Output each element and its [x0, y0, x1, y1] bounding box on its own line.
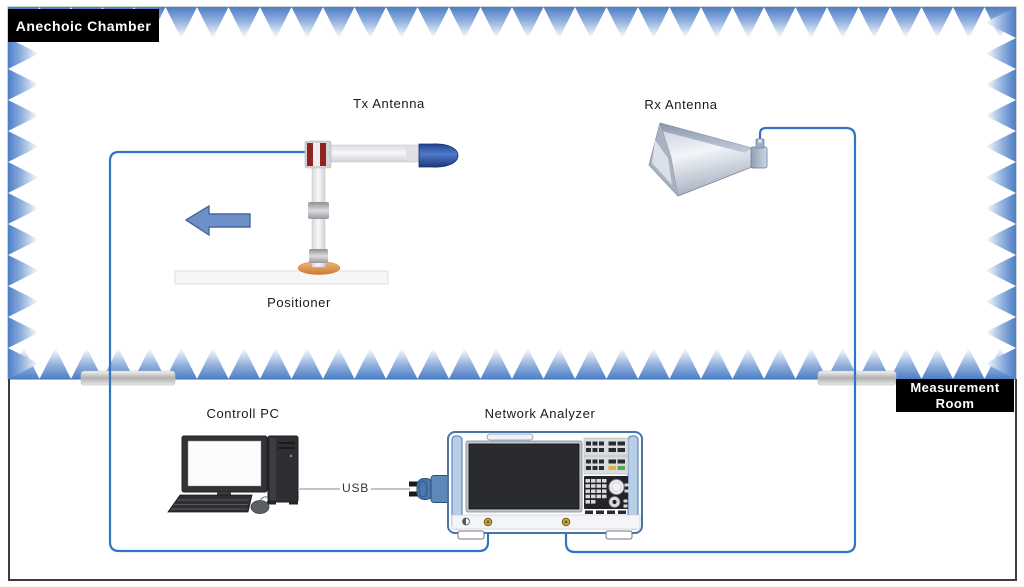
usb-plug-shine — [418, 480, 428, 498]
network-analyzer-graphic — [447, 431, 643, 540]
analyzer-yellow-button — [608, 466, 616, 470]
usb-plug-icon — [409, 475, 453, 503]
pole-joint-upper — [308, 202, 329, 219]
tx-antenna-label: Tx Antenna — [353, 96, 425, 111]
cable-feedthrough-left — [80, 370, 176, 386]
pc-tower-drive — [278, 442, 295, 444]
measurement-room-label: Measurement Room — [896, 379, 1014, 412]
analyzer-buttons — [586, 441, 625, 470]
analyzer-knob-ring — [611, 481, 622, 493]
rx-antenna-label: Rx Antenna — [644, 97, 718, 112]
left-arrow-icon — [184, 204, 251, 237]
usb-label: USB — [340, 481, 372, 495]
analyzer-keypad — [585, 479, 629, 508]
horn-top-face — [660, 123, 752, 153]
horn-waveguide — [750, 146, 768, 169]
analyzer-power-button-half — [462, 518, 466, 525]
measurement-room-outline — [8, 379, 1017, 581]
pc-tower-foot-right — [289, 501, 298, 505]
analyzer-dpad-center — [612, 499, 617, 505]
control-pc-label: Controll PC — [206, 406, 280, 421]
pc-tower-face — [270, 438, 276, 500]
hub-red-band-left — [307, 143, 313, 166]
tx-antenna-graphic — [174, 140, 459, 285]
positioner-platform — [174, 270, 389, 285]
rx-cable — [564, 126, 857, 554]
pc-keyboard-keys — [171, 499, 249, 510]
anechoic-chamber-label: Anechoic Chamber — [8, 9, 159, 42]
pc-monitor-screen — [187, 440, 262, 487]
pole-joint-lower — [309, 249, 328, 263]
antenna-head — [418, 143, 459, 168]
cable-feedthrough-right — [817, 370, 897, 386]
positioner-label: Positioner — [267, 295, 331, 310]
rx-antenna-graphic — [648, 122, 768, 197]
analyzer-green-button — [617, 466, 625, 470]
analyzer-knob — [608, 479, 625, 495]
analyzer-port-1-pin — [486, 520, 490, 524]
usb-prong-top — [409, 481, 419, 487]
tx-cable — [108, 150, 490, 553]
pc-power-led — [289, 454, 293, 458]
anechoic-chamber-outline — [7, 6, 1017, 380]
analyzer-screen — [468, 443, 580, 510]
network-analyzer-label: Network Analyzer — [484, 406, 596, 421]
analyzer-bottom-buttons — [585, 510, 626, 514]
hub-center — [313, 143, 320, 166]
absorber-strip-right — [985, 7, 1016, 379]
analyzer-foot-left — [457, 530, 485, 540]
pc-tower-drive2 — [278, 447, 295, 449]
usb-prong-bottom — [409, 491, 419, 497]
pc-tower-foot-left — [267, 501, 276, 505]
control-pc-graphic — [167, 435, 299, 514]
hub-red-band-right — [320, 143, 326, 166]
antenna-arm-collar — [406, 146, 419, 161]
measurement-room-label-line1: Measurement — [910, 379, 1000, 395]
analyzer-connector-strip — [451, 514, 641, 530]
pc-mouse-cable — [259, 496, 269, 502]
absorber-strip-left — [8, 7, 39, 379]
analyzer-foot-right — [605, 530, 633, 540]
pc-mouse — [250, 500, 270, 514]
horn-connector-pin — [758, 139, 762, 143]
analyzer-port-2-pin — [564, 520, 568, 524]
horn-aperture-highlight — [652, 140, 672, 185]
pc-keyboard — [167, 494, 253, 513]
analyzer-top-slot — [486, 433, 534, 441]
measurement-room-label-line2: Room — [935, 395, 975, 411]
